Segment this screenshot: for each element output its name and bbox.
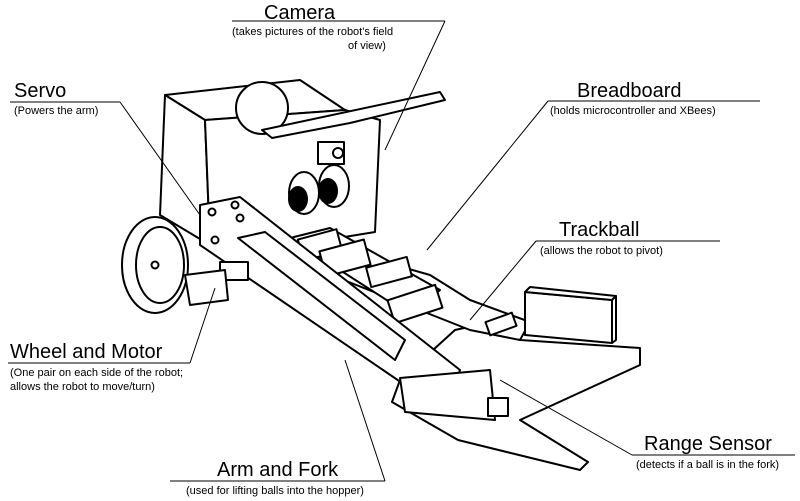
camera-desc-line1: (takes pictures of the robot's field bbox=[232, 26, 394, 38]
breadboard-title: Breadboard bbox=[577, 80, 682, 102]
camera-desc-line2: of view) bbox=[348, 40, 386, 52]
bolt bbox=[235, 213, 245, 223]
range-sensor-desc: (detects if a ball is in the fork) bbox=[636, 459, 780, 471]
wheel-hub bbox=[150, 260, 160, 270]
trackball-desc: (allows the robot to pivot) bbox=[540, 245, 663, 257]
camera-lens bbox=[332, 147, 344, 159]
leader-lines bbox=[8, 20, 795, 482]
wheel-inner bbox=[135, 226, 185, 304]
bolt bbox=[207, 207, 217, 217]
wheel-motor-title: Wheel and Motor bbox=[10, 341, 163, 363]
bolt bbox=[210, 235, 220, 245]
motor bbox=[184, 269, 229, 306]
range-sensor-title: Range Sensor bbox=[644, 433, 772, 455]
servo-title: Servo bbox=[14, 80, 67, 102]
camera-platform bbox=[261, 91, 446, 139]
breadboard-desc: (holds microcontroller and XBees) bbox=[550, 105, 716, 117]
chip-4 bbox=[386, 283, 444, 325]
chip-3 bbox=[365, 255, 413, 289]
fork-front bbox=[399, 369, 496, 421]
arm-fork-desc: (used for lifting balls into the hopper) bbox=[186, 485, 364, 497]
eyes bbox=[288, 164, 350, 215]
fork-tip bbox=[487, 397, 509, 417]
camera-title: Camera bbox=[264, 2, 336, 24]
servo-desc: (Powers the arm) bbox=[14, 105, 99, 117]
fork-plate bbox=[391, 319, 641, 471]
trackball-block bbox=[484, 311, 518, 337]
ball bbox=[235, 81, 289, 135]
wheel-motor-desc-line2: allows the robot to move/turn) bbox=[10, 381, 155, 393]
bolt bbox=[230, 200, 240, 210]
wheel-motor-desc-line1: (One pair on each side of the robot; bbox=[10, 367, 184, 379]
arm-slot bbox=[237, 231, 406, 361]
trackball-title: Trackball bbox=[559, 219, 640, 241]
arm-fork-title: Arm and Fork bbox=[217, 459, 339, 481]
